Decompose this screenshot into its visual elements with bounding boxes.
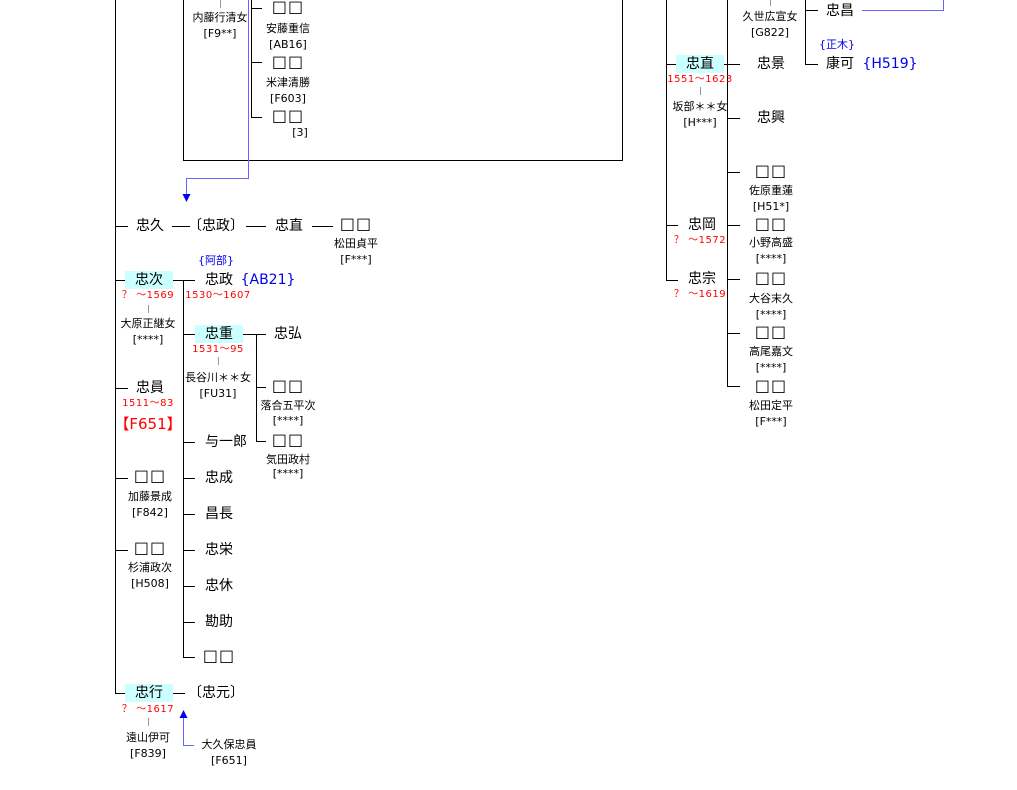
- person-daughter: □□: [339, 214, 373, 233]
- spouse-name: 小野高盛: [749, 236, 793, 249]
- person-daughter: □□: [271, 430, 305, 449]
- adopted-from: {正木}: [819, 38, 855, 51]
- spouse-code: [F839]: [130, 747, 166, 760]
- person-tadahisa[interactable]: 忠久: [136, 218, 164, 234]
- person-tadakage[interactable]: 忠景: [757, 56, 785, 72]
- dates: 1530～1607: [185, 290, 251, 301]
- person-daughter: □□: [271, 376, 305, 395]
- spouse-code: [****]: [272, 467, 304, 480]
- person-daughter: □□: [754, 376, 788, 395]
- spouse-name: 長谷川＊＊女: [185, 371, 251, 384]
- person-daughter: □□: [133, 466, 167, 485]
- spouse-name: 久世広宣女: [742, 10, 798, 23]
- spouse-name: 気田政村: [266, 453, 310, 466]
- spouse-code: [F***]: [340, 253, 372, 266]
- person-tadaoka[interactable]: 忠岡: [688, 217, 716, 233]
- spouse-code: [****]: [755, 252, 787, 265]
- person-yasuyoshi[interactable]: 康可: [826, 56, 854, 72]
- dates: 1551～1623: [667, 74, 733, 85]
- spouse-name: 坂部＊＊女: [672, 100, 728, 113]
- adopted-from: 大久保忠員: [201, 738, 257, 751]
- daughter-name: □□: [271, 52, 305, 71]
- spouse-name: 大原正継女: [120, 317, 176, 330]
- daughter-spouse: 米津清勝: [266, 76, 310, 89]
- person-son[interactable]: 勘助: [205, 614, 233, 630]
- person-tadanao[interactable]: 忠直: [676, 55, 724, 73]
- person-tadakazu[interactable]: 忠員: [136, 380, 164, 396]
- daughter-code: [3]: [292, 126, 308, 139]
- person-son[interactable]: 忠休: [205, 578, 233, 594]
- spouse-code: [FU31]: [199, 387, 237, 400]
- daughter-code: [AB16]: [269, 38, 307, 51]
- spouse-name: 高尾嘉文: [749, 345, 793, 358]
- person-son[interactable]: 忠成: [205, 470, 233, 486]
- spouse-code: [****]: [132, 333, 164, 346]
- dates: ？ ～1572: [673, 235, 727, 246]
- spouse-name: 加藤景成: [128, 490, 172, 503]
- spouse-code: [F842]: [132, 506, 168, 519]
- adopted-from: {阿部}: [198, 254, 234, 267]
- person-tadamasa[interactable]: 忠政: [205, 272, 233, 288]
- daughter-name: □□: [271, 0, 305, 16]
- person-tadatsugu[interactable]: 忠次: [125, 271, 173, 289]
- person-tadanao[interactable]: 忠直: [275, 218, 303, 234]
- daughter-spouse: 安藤重信: [266, 22, 310, 35]
- person-child: □□: [202, 646, 236, 665]
- daughter-name: □□: [271, 106, 305, 125]
- person-tadamasa-adopted[interactable]: 〔忠政〕: [188, 218, 244, 234]
- spouse-name: 杉浦政次: [128, 561, 172, 574]
- spouse-name: 松田貞平: [334, 237, 378, 250]
- ref-link[interactable]: {H519}: [862, 56, 918, 72]
- daughter-code: [F603]: [270, 92, 306, 105]
- person-tadamoto-adopted[interactable]: 〔忠元〕: [188, 685, 244, 701]
- person-daughter: □□: [754, 322, 788, 341]
- person-tadashige[interactable]: 忠重: [195, 325, 243, 343]
- person-daughter: □□: [754, 268, 788, 287]
- spouse-code: [F***]: [755, 415, 787, 428]
- spouse-name: 遠山伊可: [126, 731, 170, 744]
- person-tadamasa[interactable]: 忠昌: [826, 3, 854, 19]
- person-tadayuki[interactable]: 忠行: [125, 684, 173, 702]
- ref-link[interactable]: 【F651】: [114, 415, 182, 433]
- person-daughter: □□: [133, 538, 167, 557]
- person-son[interactable]: 昌長: [205, 506, 233, 522]
- adopted-from-code: [F651]: [211, 754, 247, 767]
- spouse-name: 松田定平: [749, 399, 793, 412]
- spouse-code: [F9**]: [203, 27, 237, 40]
- ref-link[interactable]: {AB21}: [240, 272, 296, 288]
- spouse-code: [G822]: [750, 26, 790, 39]
- dates: ？ ～1569: [121, 290, 175, 301]
- person-tadamune[interactable]: 忠宗: [688, 271, 716, 287]
- spouse-code: [****]: [272, 414, 304, 427]
- spouse-code: [****]: [755, 361, 787, 374]
- person-son[interactable]: 忠栄: [205, 542, 233, 558]
- person-tadaoki[interactable]: 忠興: [757, 110, 785, 126]
- spouse-code: [H508]: [131, 577, 169, 590]
- spouse-name: 大谷末久: [749, 292, 793, 305]
- spouse-code: [****]: [755, 308, 787, 321]
- person-daughter: □□: [754, 161, 788, 180]
- dates: ？ ～1617: [121, 704, 175, 715]
- dates: ？ ～1619: [673, 289, 727, 300]
- person-son[interactable]: 与一郎: [205, 434, 247, 450]
- dates: 1531～95: [192, 344, 244, 355]
- spouse-name: 佐原重蓮: [749, 184, 793, 197]
- person-tadahiro[interactable]: 忠弘: [274, 326, 302, 342]
- spouse-code: [H51*]: [752, 200, 790, 213]
- spouse-code: [H***]: [683, 116, 717, 129]
- spouse-name: 内藤行清女: [192, 11, 248, 24]
- person-daughter: □□: [754, 214, 788, 233]
- spouse-name: 落合五平次: [260, 399, 316, 412]
- dates: 1511～83: [122, 398, 174, 409]
